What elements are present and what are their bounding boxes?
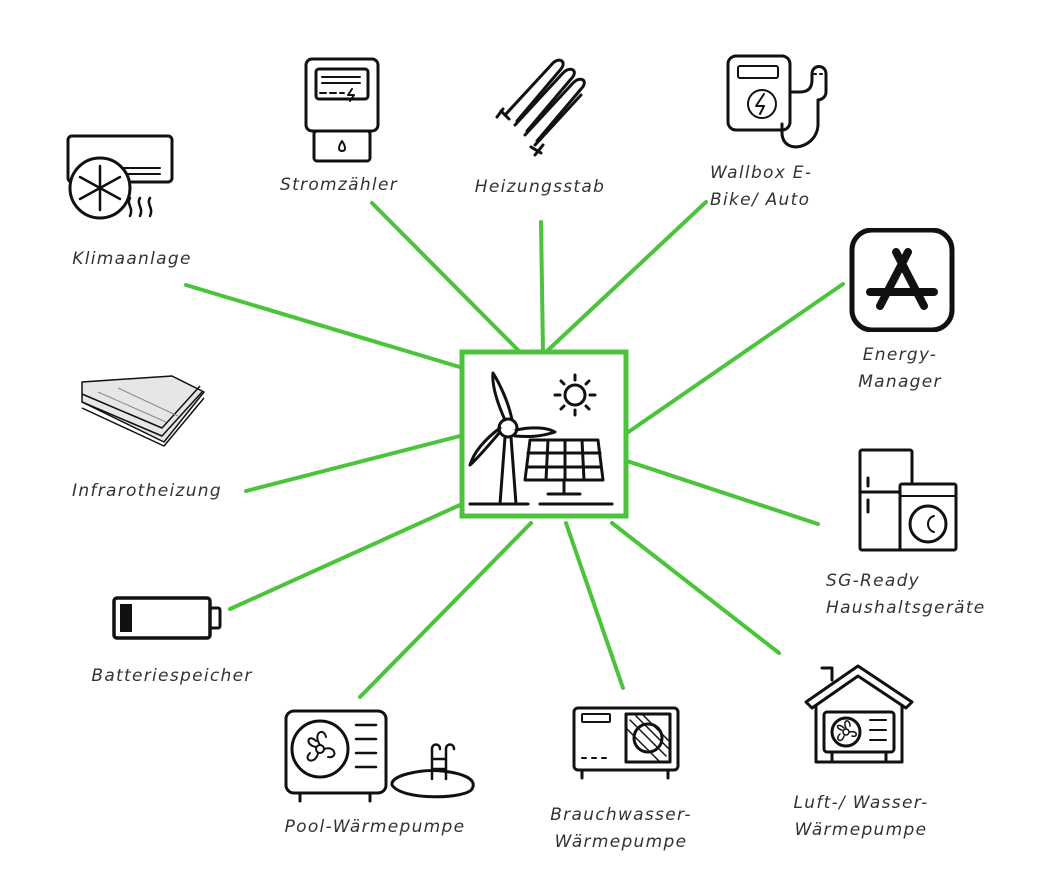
connector-sg-ready [625,459,820,526]
label-energy-manager-line1: Energy- [862,345,938,365]
app-store-icon [849,228,955,332]
label-energy-manager: Energy- Manager [830,342,970,396]
label-wallbox-line1: Wallbox E- [710,163,813,183]
label-sg-ready: SG-Ready Haushaltsgeräte [826,568,986,622]
label-wallbox-line2: Bike/ Auto [710,190,811,210]
label-energy-manager-line2: Manager [858,372,942,392]
connector-heizungsstab [539,220,545,354]
label-brauchwasser: Brauchwasser- Wärmepumpe [528,802,714,856]
label-infrarotheizung: Infrarotheizung [72,481,222,501]
connector-batteriespeicher [228,503,462,611]
connector-pool [358,521,533,699]
label-luft-wasser-line1: Luft-/ Wasser- [793,793,929,813]
fridge-washer-icon [858,448,958,552]
connector-luft-wasser [610,521,781,655]
connector-wallbox [544,200,708,354]
connector-infrarotheizung [244,434,462,493]
connector-klimaanlage [184,283,465,370]
connector-brauchwasser [564,521,625,690]
electricity-meter-icon [304,57,380,163]
label-sg-ready-line2: Haushaltsgeräte [826,598,986,618]
label-brauchwasser-line2: Wärmepumpe [554,832,688,852]
wallbox-charger-icon [726,54,828,149]
label-batteriespeicher: Batteriespeicher [91,666,253,686]
pool-heat-pump-icon [284,709,475,803]
connector-energy-manager [625,282,845,435]
label-klimaanlage: Klimaanlage [72,249,192,269]
water-heat-pump-icon [572,706,680,780]
label-sg-ready-line1: SG-Ready [826,571,921,591]
air-conditioner-icon [66,134,174,220]
label-wallbox: Wallbox E- Bike/ Auto [710,160,812,214]
battery-icon [112,596,222,640]
wind-turbine-solar-panel-icon [459,349,629,519]
label-luft-wasser: Luft-/ Wasser- Wärmepumpe [776,790,946,844]
infrared-panel-icon [81,375,205,447]
house-heat-pump-icon [804,664,914,764]
label-heizungsstab: Heizungsstab [474,177,606,197]
label-stromzaehler: Stromzähler [280,175,398,195]
label-pool-waermepumpe: Pool-Wärmepumpe [284,817,466,837]
label-brauchwasser-line1: Brauchwasser- [550,805,692,825]
connector-stromzaehler [370,201,522,354]
heating-rod-icon [495,58,586,157]
label-luft-wasser-line2: Wärmepumpe [794,820,928,840]
